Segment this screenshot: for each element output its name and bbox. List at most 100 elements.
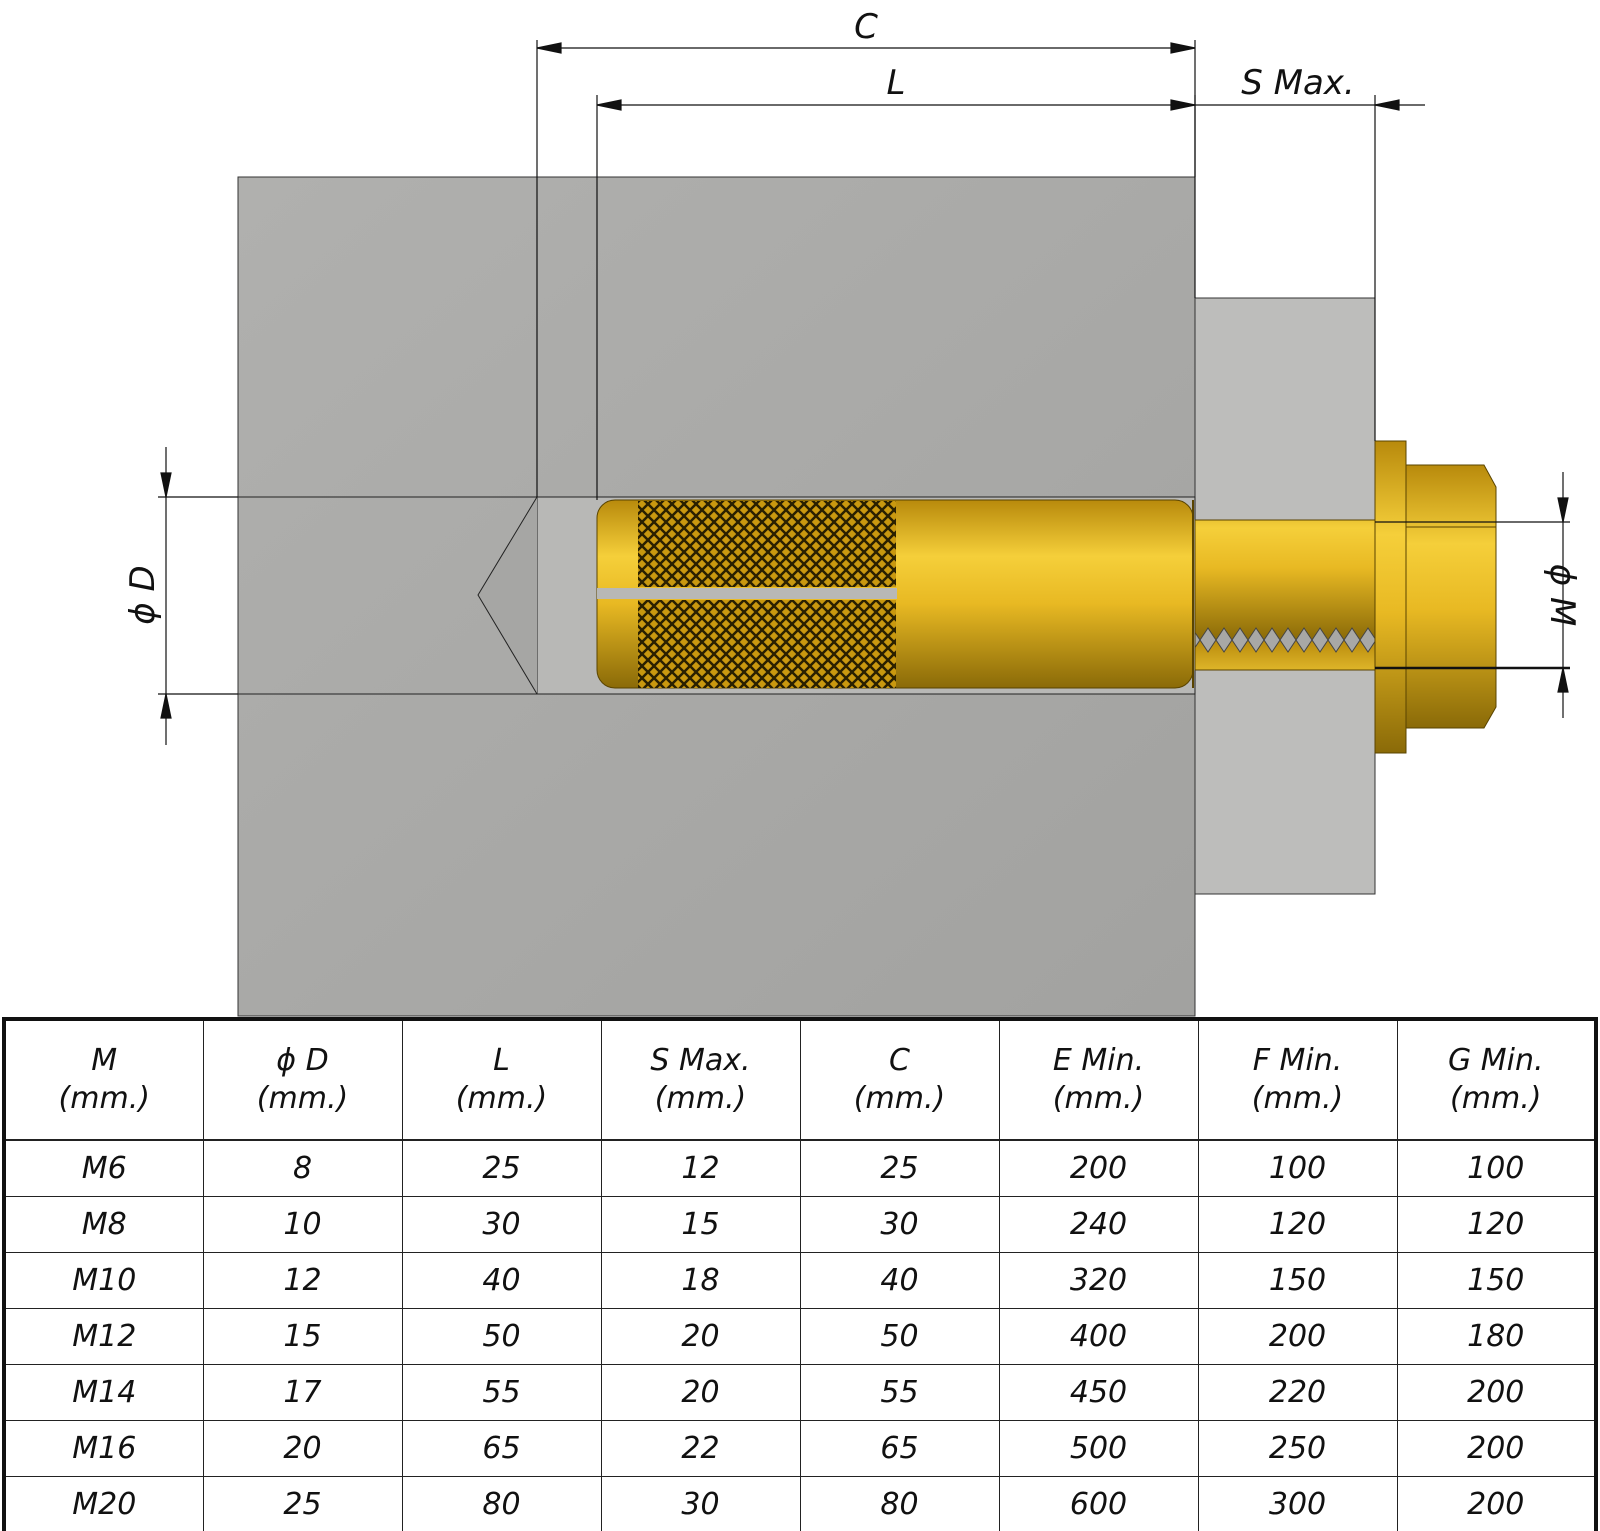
table-cell: M10	[3, 1252, 204, 1309]
table-cell: 55	[799, 1364, 1000, 1421]
table-cell: 40	[799, 1252, 1000, 1309]
table-cell: 25	[799, 1139, 1000, 1197]
dimension-s-max-label: S Max.	[1241, 63, 1355, 103]
table-cell: 320	[998, 1252, 1199, 1309]
table-cell: 200	[1396, 1420, 1597, 1477]
column-header-unit: (mm.)	[1052, 1081, 1145, 1116]
washer	[1374, 440, 1407, 754]
column-header: G Min.(mm.)	[1396, 1018, 1597, 1141]
table-cell: 30	[600, 1476, 801, 1531]
table-cell: 80	[401, 1476, 602, 1531]
table-cell: 450	[998, 1364, 1199, 1421]
table-cell: 15	[600, 1196, 801, 1253]
table-cell: 18	[600, 1252, 801, 1309]
column-header-name: E Min.	[1052, 1043, 1145, 1078]
column-header: ϕ D(mm.)	[202, 1018, 403, 1141]
table-cell: 100	[1396, 1139, 1597, 1197]
column-header-unit: (mm.)	[256, 1081, 349, 1116]
table-cell: 180	[1396, 1308, 1597, 1365]
anchor-sleeve	[596, 499, 1194, 689]
column-header: E Min.(mm.)	[998, 1018, 1199, 1141]
dimension-d-label: ϕ D	[123, 565, 163, 624]
table-cell: 30	[401, 1196, 602, 1253]
column-header-unit: (mm.)	[455, 1081, 548, 1116]
table-cell: 50	[799, 1308, 1000, 1365]
dimension-l	[596, 95, 1425, 500]
table-cell: 200	[1396, 1364, 1597, 1421]
table-cell: 50	[401, 1308, 602, 1365]
table-cell: 100	[1197, 1139, 1398, 1197]
table-cell: 12	[600, 1139, 801, 1197]
table-cell: 25	[202, 1476, 403, 1531]
dimension-c-label: C	[854, 7, 878, 47]
table-cell: 12	[202, 1252, 403, 1309]
specs-table: M(mm.)ϕ D(mm.)L(mm.)S Max.(mm.)C(mm.)E M…	[2, 1017, 1598, 1531]
column-header: M(mm.)	[3, 1018, 204, 1141]
table-cell: 15	[202, 1308, 403, 1365]
table-cell: 200	[1197, 1308, 1398, 1365]
column-header: F Min.(mm.)	[1197, 1018, 1398, 1141]
table-cell: 40	[401, 1252, 602, 1309]
table-cell: 240	[998, 1196, 1199, 1253]
table-cell: 200	[1396, 1476, 1597, 1531]
column-header-name: C	[889, 1043, 910, 1078]
dimension-m-label: ϕ M	[1542, 564, 1582, 627]
table-cell: M14	[3, 1364, 204, 1421]
table-cell: 150	[1197, 1252, 1398, 1309]
table-cell: M20	[3, 1476, 204, 1531]
table-cell: 55	[401, 1364, 602, 1421]
table-cell: 20	[600, 1308, 801, 1365]
column-header-unit: (mm.)	[58, 1081, 150, 1116]
column-header-name: ϕ D	[276, 1043, 329, 1078]
table-header-row: M(mm.)ϕ D(mm.)L(mm.)S Max.(mm.)C(mm.)E M…	[3, 1018, 1597, 1141]
table-cell: 65	[401, 1420, 602, 1477]
dimension-d	[158, 447, 238, 745]
table-cell: M6	[3, 1139, 204, 1197]
table-cell: 25	[401, 1139, 602, 1197]
table-cell: 250	[1197, 1420, 1398, 1477]
drill-tip	[477, 496, 538, 695]
column-header-name: S Max.	[650, 1043, 751, 1078]
column-header-unit: (mm.)	[1450, 1081, 1542, 1116]
table-cell: 80	[799, 1476, 1000, 1531]
table-cell: 120	[1396, 1196, 1597, 1253]
table-cell: 300	[1197, 1476, 1398, 1531]
table-cell: 500	[998, 1420, 1199, 1477]
table-cell: 10	[202, 1196, 403, 1253]
table-cell: M8	[3, 1196, 204, 1253]
column-header-name: F Min.	[1252, 1043, 1343, 1078]
table-cell: 400	[998, 1308, 1199, 1365]
column-header-name: M	[91, 1043, 118, 1078]
table-cell: 20	[600, 1364, 801, 1421]
dimension-c	[536, 40, 1196, 497]
column-header: S Max.(mm.)	[600, 1018, 801, 1141]
table-cell: 150	[1396, 1252, 1597, 1309]
table-cell: 120	[1197, 1196, 1398, 1253]
column-header-unit: (mm.)	[1251, 1081, 1344, 1116]
threaded-bolt	[1194, 519, 1376, 671]
column-header-name: G Min.	[1447, 1043, 1544, 1078]
column-header-unit: (mm.)	[654, 1081, 747, 1116]
table-cell: 22	[600, 1420, 801, 1477]
column-header: C(mm.)	[799, 1018, 1000, 1141]
table-cell: 220	[1197, 1364, 1398, 1421]
table-cell: 17	[202, 1364, 403, 1421]
column-header-unit: (mm.)	[853, 1081, 946, 1116]
column-header: L(mm.)	[401, 1018, 602, 1141]
table-cell: 200	[998, 1139, 1199, 1197]
table-cell: 8	[202, 1139, 403, 1197]
dimension-l-label: L	[887, 63, 906, 103]
table-cell: M12	[3, 1308, 204, 1365]
dimension-m	[1375, 472, 1570, 718]
table-cell: 600	[998, 1476, 1199, 1531]
